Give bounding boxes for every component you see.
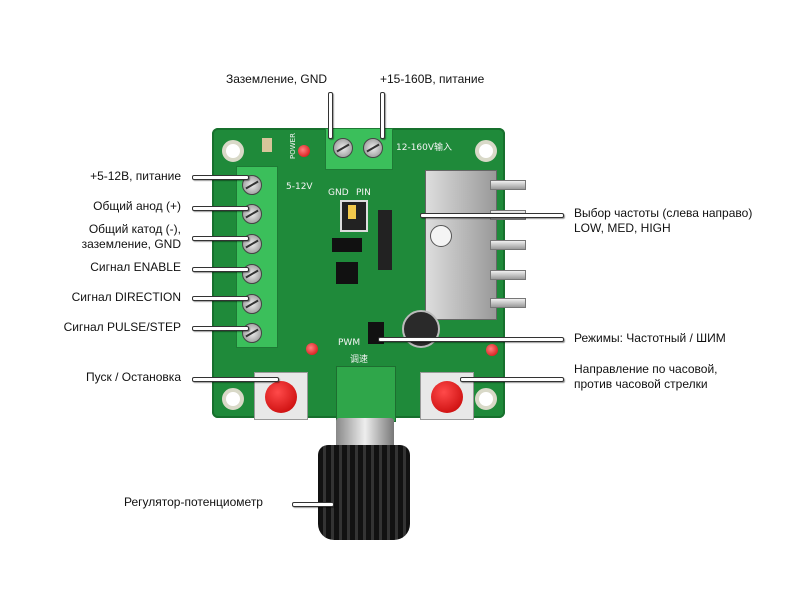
label-direction: Сигнал DIRECTION <box>71 290 181 304</box>
potentiometer-body <box>336 366 396 422</box>
mount-hole <box>475 140 497 162</box>
label-modes: Режимы: Частотный / ШИМ <box>574 331 726 345</box>
callout-line <box>460 377 564 382</box>
callout-line <box>420 213 564 218</box>
label-pulse: Сигнал PULSE/STEP <box>63 320 181 334</box>
silk-speed: 调速 <box>350 355 369 365</box>
mount-hole <box>222 140 244 162</box>
label-start-stop: Пуск / Остановка <box>86 370 181 384</box>
silk-power: POWER <box>288 133 297 159</box>
label-freq-2: LOW, MED, HIGH <box>574 221 671 235</box>
silk-pwm: PWM <box>338 338 361 348</box>
label-common-cathode: Общий катод (-), <box>88 222 181 236</box>
label-freq-1: Выбор частоты (слева направо) <box>574 206 753 220</box>
callout-line <box>192 296 249 301</box>
callout-line <box>380 92 385 139</box>
callout-line <box>192 326 249 331</box>
label-common-cathode-2: заземление, GND <box>81 237 181 251</box>
heatsink-fin <box>490 298 526 308</box>
mount-hole <box>475 388 497 410</box>
label-enable: Сигнал ENABLE <box>90 260 181 274</box>
smd-component <box>262 138 272 152</box>
heatsink-hole <box>430 225 452 247</box>
start-stop-button[interactable] <box>265 381 297 413</box>
label-direction-2: против часовой стрелки <box>574 377 708 391</box>
callout-line <box>192 236 249 241</box>
ic-chip <box>336 262 358 284</box>
jumper-cap <box>348 205 356 219</box>
silk-hv-input: 12-160V输入 <box>396 143 453 153</box>
callout-line <box>292 502 334 507</box>
label-potentiometer: Регулятор-потенциометр <box>124 495 263 509</box>
pin-header <box>332 238 362 252</box>
label-power-low: +5-12В, питание <box>90 169 181 183</box>
callout-line <box>192 377 279 382</box>
heatsink-fin <box>490 180 526 190</box>
power-led <box>298 145 310 157</box>
potentiometer-nut <box>336 418 394 448</box>
heatsink-fin <box>490 270 526 280</box>
callout-line <box>328 92 333 139</box>
signal-terminal-block <box>236 166 278 348</box>
label-direction-1: Направление по часовой, <box>574 362 718 376</box>
callout-line <box>378 337 564 342</box>
callout-line <box>192 206 249 211</box>
mount-hole <box>222 388 244 410</box>
callout-line <box>192 267 249 272</box>
label-power-high: +15-160В, питание <box>380 72 485 86</box>
capacitor <box>402 310 440 348</box>
status-led <box>486 344 498 356</box>
status-led <box>306 343 318 355</box>
diode <box>378 210 392 270</box>
callout-line <box>192 175 249 180</box>
terminal-screw <box>363 138 383 158</box>
terminal-screw <box>333 138 353 158</box>
silk-pin: PIN <box>356 188 371 198</box>
potentiometer-knob[interactable] <box>318 445 410 540</box>
label-gnd: Заземление, GND <box>226 72 328 86</box>
heatsink-fin <box>490 240 526 250</box>
silk-lv-input: 5-12V <box>286 182 313 192</box>
direction-button[interactable] <box>431 381 463 413</box>
terminal-screw <box>242 175 262 195</box>
silk-gnd: GND <box>328 188 349 198</box>
label-common-anode: Общий анод (+) <box>93 199 181 213</box>
